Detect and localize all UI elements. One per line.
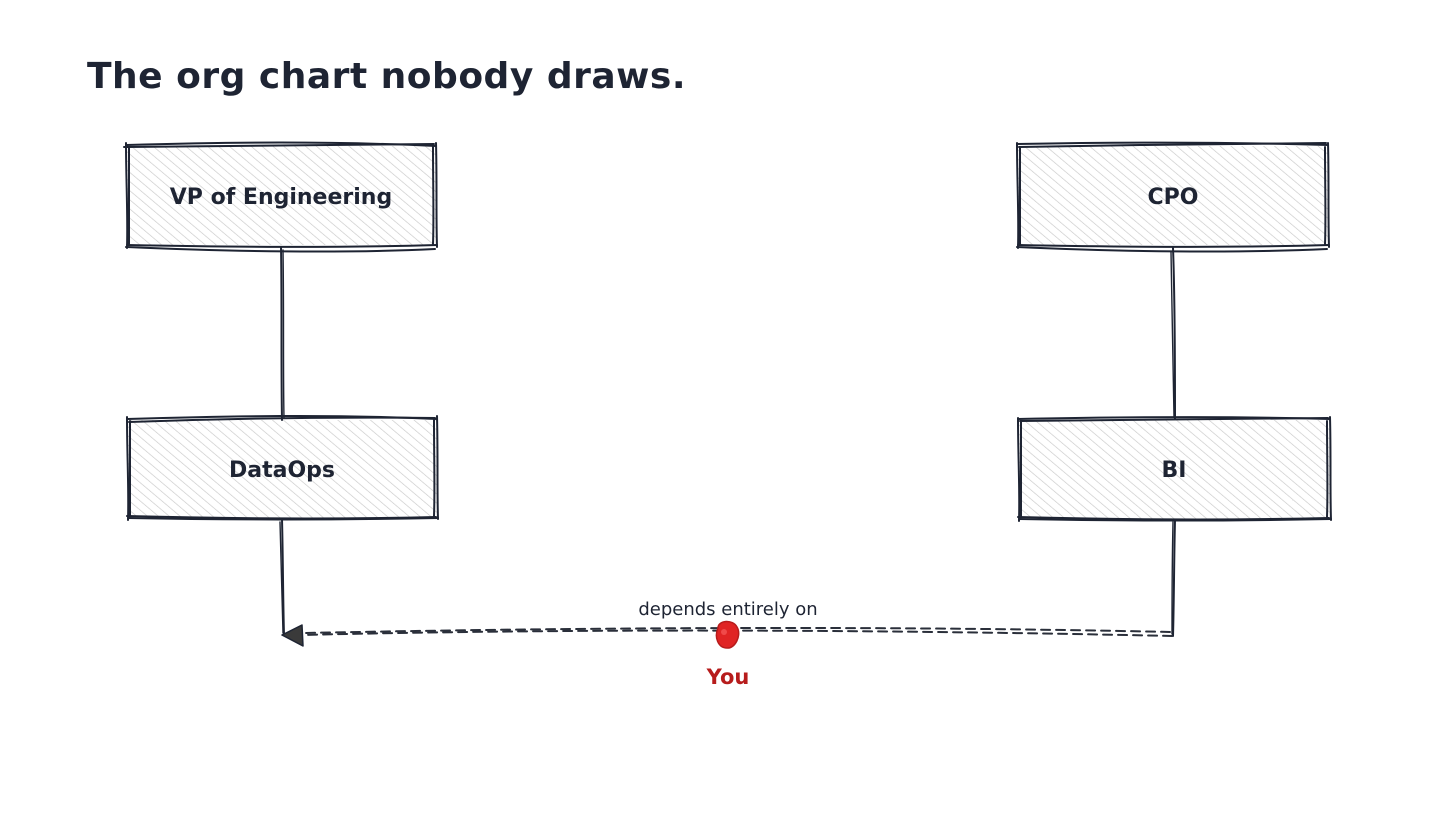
node-cpo: CPO (1016, 141, 1330, 253)
node-label-vp-engineering: VP of Engineering (170, 185, 392, 210)
node-dataops: DataOps (126, 414, 439, 521)
arrowhead-left-icon (281, 624, 304, 647)
connector-vp-to-dataops (280, 246, 285, 421)
node-label-dataops: DataOps (229, 458, 335, 483)
dependency-edge (279, 518, 1176, 637)
node-bi: BI (1017, 416, 1332, 522)
you-label: You (706, 665, 750, 689)
connector-cpo-to-bi (1170, 247, 1176, 420)
you-marker (715, 620, 740, 649)
node-vp-engineering: VP of Engineering (123, 141, 438, 253)
diagram-title: The org chart nobody draws. (87, 56, 686, 97)
node-label-bi: BI (1162, 458, 1187, 483)
node-label-cpo: CPO (1148, 185, 1199, 210)
edge-label: depends entirely on (638, 599, 817, 620)
